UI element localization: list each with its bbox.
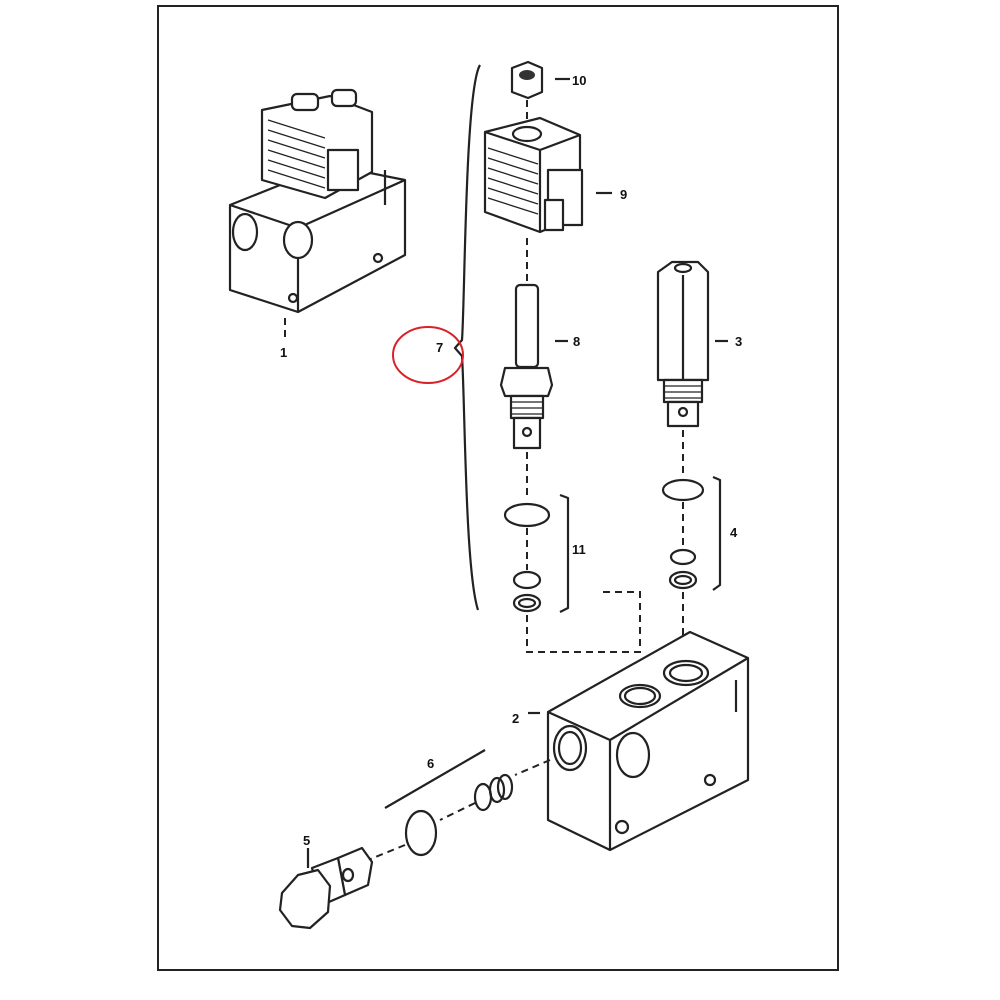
callout-9: 9 [620, 187, 627, 202]
part-3-relief-cartridge [656, 260, 728, 478]
callout-4: 4 [730, 525, 738, 540]
callout-11: 11 [572, 542, 586, 557]
part-10-nut [510, 60, 570, 120]
part-5-plug [278, 846, 374, 930]
brace-group-7 [453, 64, 481, 611]
part-4-seal-kit [661, 475, 722, 665]
part-6-seal-kit [367, 749, 514, 861]
callout-10: 10 [572, 73, 586, 88]
callout-6: 6 [427, 756, 434, 771]
part-1-assembled-valve [228, 88, 407, 340]
callout-7: 7 [436, 340, 443, 355]
highlight-circle [392, 326, 464, 384]
part-2-manifold-block [514, 630, 750, 852]
callout-1: 1 [280, 345, 287, 360]
callout-5: 5 [303, 833, 310, 848]
callout-3: 3 [735, 334, 742, 349]
diagram-frame [157, 5, 839, 971]
part-11-seal-kit [503, 493, 641, 653]
part-8-solenoid-cartridge [499, 283, 568, 500]
callout-2: 2 [512, 711, 519, 726]
callout-8: 8 [573, 334, 580, 349]
part-9-coil [483, 116, 612, 282]
